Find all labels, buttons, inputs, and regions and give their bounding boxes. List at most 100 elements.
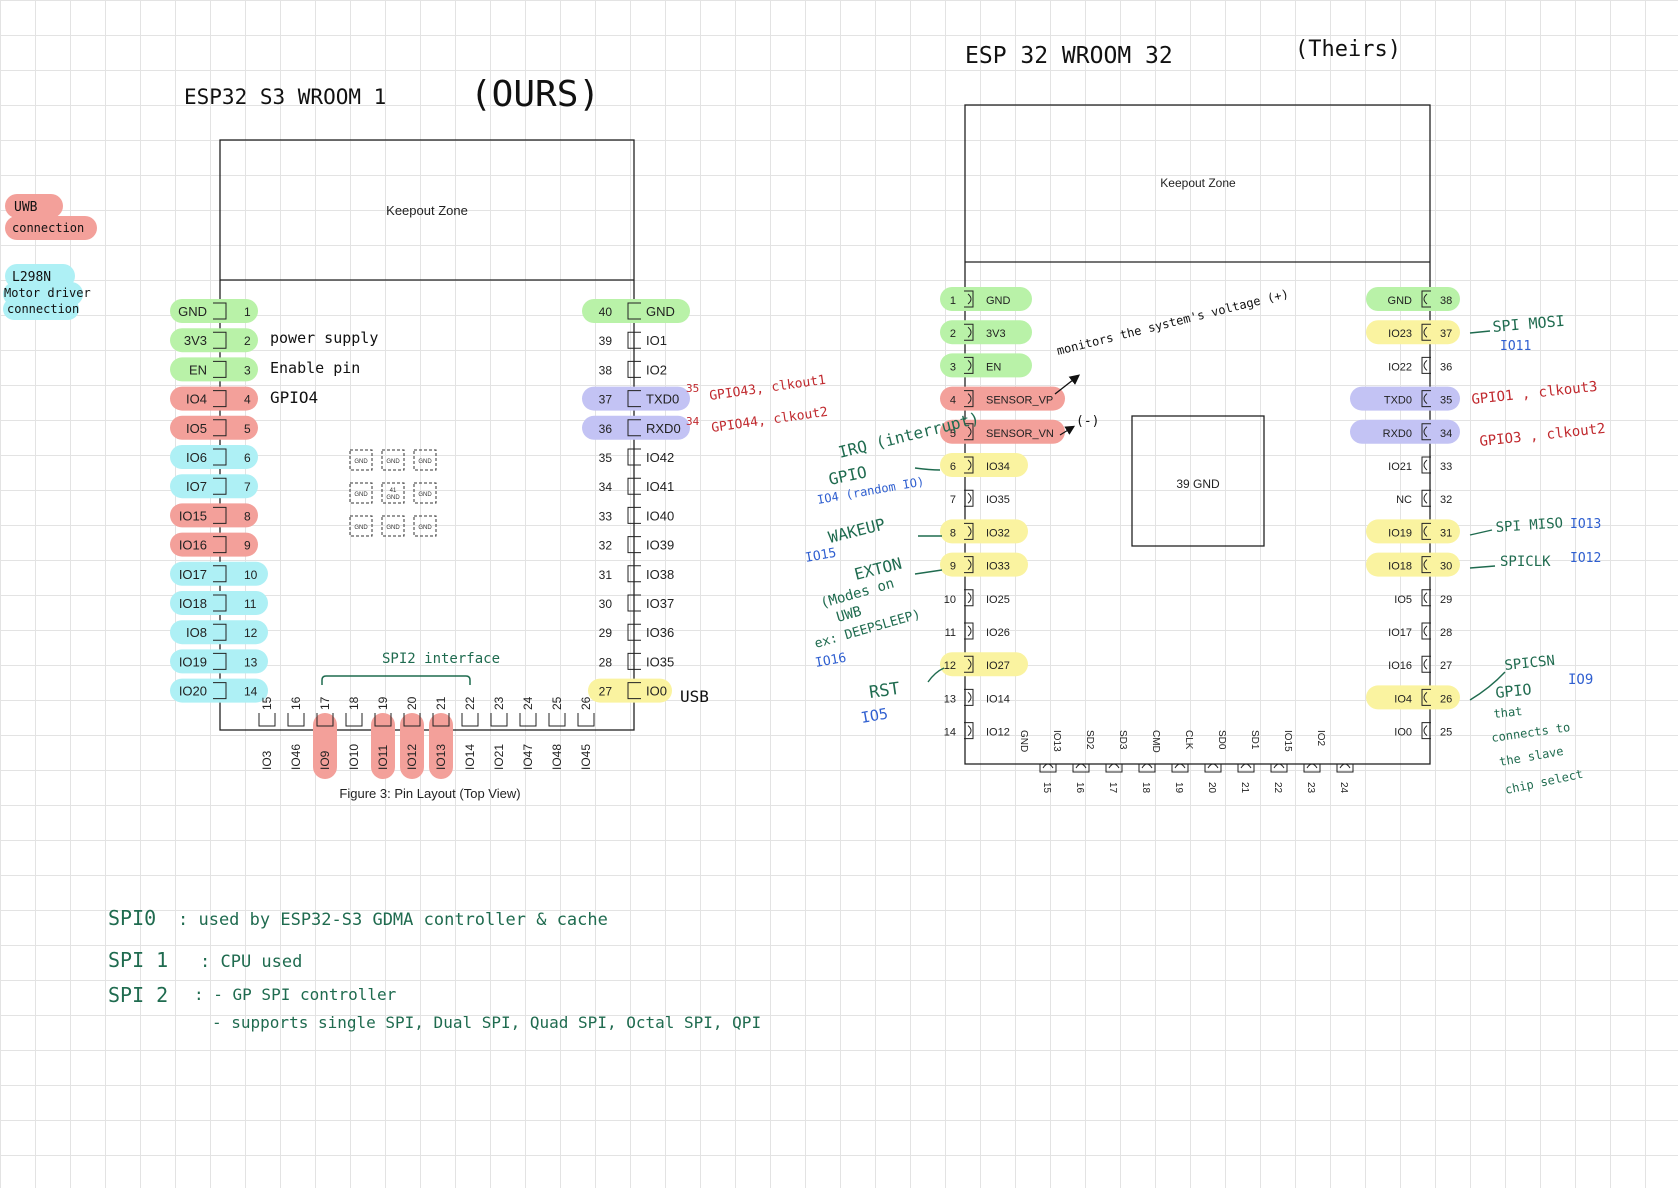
theirs-pin-1-number: 1 xyxy=(950,295,956,307)
ours-pin-35-pad xyxy=(627,448,641,466)
ours-pin-1-pad xyxy=(213,302,227,320)
theirs-pin-6-name-io34: IO34 xyxy=(986,461,1010,473)
theirs-bottom-pin-21-pad xyxy=(1237,763,1255,773)
ours-note-pin2: power supply xyxy=(270,329,378,347)
theirs-pin-31-name-io19: IO19 xyxy=(1388,527,1412,539)
theirs-pin-26-pad xyxy=(1421,688,1431,706)
theirs-bottom-pin-19-arc xyxy=(1174,763,1186,769)
theirs-bottom-pin-20-name-clk: CLK xyxy=(1183,730,1194,750)
ours-pin-37-name-txd0: TXD0 xyxy=(646,392,679,407)
ours-pin-37-pad xyxy=(627,390,641,408)
ours-gnd-pad-4 xyxy=(349,482,373,504)
theirs-pin-30-number: 30 xyxy=(1440,561,1452,573)
theirs-pin-8-arc xyxy=(967,526,972,537)
ours-pin-22-name-io14: IO14 xyxy=(463,744,477,770)
theirs-title-note: (Theirs) xyxy=(1295,37,1401,62)
ours-pin-7-pad xyxy=(213,477,227,495)
theirs-bottom-pins: GND15IO1316SD217SD318CMD19CLK20SD021SD12… xyxy=(1018,730,1354,794)
ours-gnd-pad-4-label: GND xyxy=(354,492,368,498)
ours-gnd-pad-9 xyxy=(413,515,437,537)
ours-pin-20-name-io12: IO12 xyxy=(405,744,419,770)
ours-pin-10-pad xyxy=(213,565,227,583)
theirs-pin-7-name-io35: IO35 xyxy=(986,494,1010,506)
ours-pin-4-highlight xyxy=(170,386,258,411)
theirs-pin-9-name-io33: IO33 xyxy=(986,561,1010,573)
theirs-pin-37-number: 37 xyxy=(1440,328,1452,340)
ours-pin-13-pad xyxy=(213,652,227,670)
ours-pin-13-number: 13 xyxy=(244,655,258,669)
theirs-note-vp-arrow xyxy=(1054,374,1081,395)
ours-pin-17-name-io9: IO9 xyxy=(318,750,332,770)
theirs-pin-33-number: 33 xyxy=(1440,461,1452,473)
theirs-pin-4-pad xyxy=(964,390,974,408)
theirs-pin-25-name-io0: IO0 xyxy=(1394,727,1412,739)
theirs-pin-25-pad xyxy=(1421,722,1431,740)
theirs-pin-6-pad xyxy=(964,456,974,474)
ours-pin-30-number: 30 xyxy=(599,597,613,611)
theirs-bottom-pin-23-number: 23 xyxy=(1305,782,1316,794)
theirs-note-csn-desc2: connects to xyxy=(1490,720,1571,745)
theirs-note-csn-desc1: that xyxy=(1493,704,1523,721)
theirs-bottom-pin-23-name-io15: IO15 xyxy=(1282,730,1293,752)
theirs-pin-32-pad xyxy=(1421,489,1431,507)
ours-pin-27-highlight xyxy=(588,678,672,703)
theirs-bottom-pin-22-name-sd1: SD1 xyxy=(1249,730,1260,750)
ours-pin-15-pad xyxy=(258,713,276,727)
spi0-text: : used by ESP32-S3 GDMA controller & cac… xyxy=(178,910,608,930)
theirs-pin-37-name-io23: IO23 xyxy=(1388,328,1412,340)
ours-pin-13-name-io19: IO19 xyxy=(179,654,207,669)
legend-l298n-swatch-bottom xyxy=(3,298,79,320)
ours-pin-21-pad xyxy=(432,713,450,727)
theirs-pin-28-name-io17: IO17 xyxy=(1388,627,1412,639)
ours-keepout-label: Keepout Zone xyxy=(386,203,468,218)
ours-pin-6-number: 6 xyxy=(244,451,251,465)
ours-pin-2-pad xyxy=(213,331,227,349)
ours-pin-8-pad xyxy=(213,506,227,524)
theirs-note-clk: SPICLK xyxy=(1500,554,1551,570)
theirs-bottom-pin-15-number: 15 xyxy=(1041,782,1052,794)
theirs-pin-12-pad xyxy=(964,655,974,673)
ours-pin-11-pad xyxy=(213,594,227,612)
theirs-pin-37-highlight xyxy=(1366,320,1460,345)
theirs-pin-27-name-io16: IO16 xyxy=(1388,660,1412,672)
theirs-pin-3-pad xyxy=(964,356,974,374)
ours-pin-37-number: 37 xyxy=(599,393,613,407)
theirs-pin-36-number: 36 xyxy=(1440,361,1452,373)
theirs-pin-11-number: 11 xyxy=(945,627,956,639)
ours-pin-9-number: 9 xyxy=(244,539,251,553)
theirs-note-csn: SPICSN xyxy=(1504,653,1556,674)
theirs-pin-4-name-sensor-vp: SENSOR_VP xyxy=(986,395,1053,407)
ours-pin-33-pad xyxy=(627,506,641,524)
ours-pin-39-number: 39 xyxy=(599,334,613,348)
ours-pin-18-pad xyxy=(345,713,363,727)
ours-pin-4-number: 4 xyxy=(244,393,251,407)
ours-pin-12-highlight xyxy=(170,620,268,645)
ours-pin-18-number: 18 xyxy=(347,696,361,710)
theirs-bottom-pin-17-arc xyxy=(1108,763,1120,769)
ours-pin-16-number: 16 xyxy=(289,696,303,710)
ours-pin-34-name-io41: IO41 xyxy=(646,479,674,494)
theirs-pin-7-arc xyxy=(967,492,972,504)
theirs-pin-33-name-io21: IO21 xyxy=(1388,461,1412,473)
theirs-pin-31-pad xyxy=(1421,522,1431,540)
theirs-bottom-pin-24-number: 24 xyxy=(1338,782,1349,794)
ours-pin-28-number: 28 xyxy=(599,655,613,669)
ours-pin-19-pad xyxy=(374,713,392,727)
theirs-pin-9-highlight xyxy=(940,552,1028,577)
theirs-pin-35-name-txd0: TXD0 xyxy=(1384,395,1412,407)
theirs-pin-12-name-io27: IO27 xyxy=(986,660,1010,672)
theirs-pin-7-pad xyxy=(964,489,974,507)
theirs-pin-28-pad xyxy=(1421,622,1431,640)
ours-pin-3-highlight xyxy=(170,357,258,382)
ours-title: ESP32 S3 WROOM 1 xyxy=(184,85,386,109)
theirs-pin-30-highlight xyxy=(1366,552,1460,577)
ours-pin-36-number: 36 xyxy=(599,422,613,436)
theirs-pin-9-number: 9 xyxy=(950,561,956,573)
legend: UWB connection L298N Motor driver connec… xyxy=(3,194,97,320)
theirs-note-vp: monitors the system's voltage (+) xyxy=(1055,287,1290,358)
theirs-module: ESP 32 WROOM 32 (Theirs) Keepout Zone 39… xyxy=(804,37,1606,797)
ours-pin-15-name-io3: IO3 xyxy=(260,750,274,770)
theirs-center-pad-label: 39 GND xyxy=(1176,477,1220,491)
